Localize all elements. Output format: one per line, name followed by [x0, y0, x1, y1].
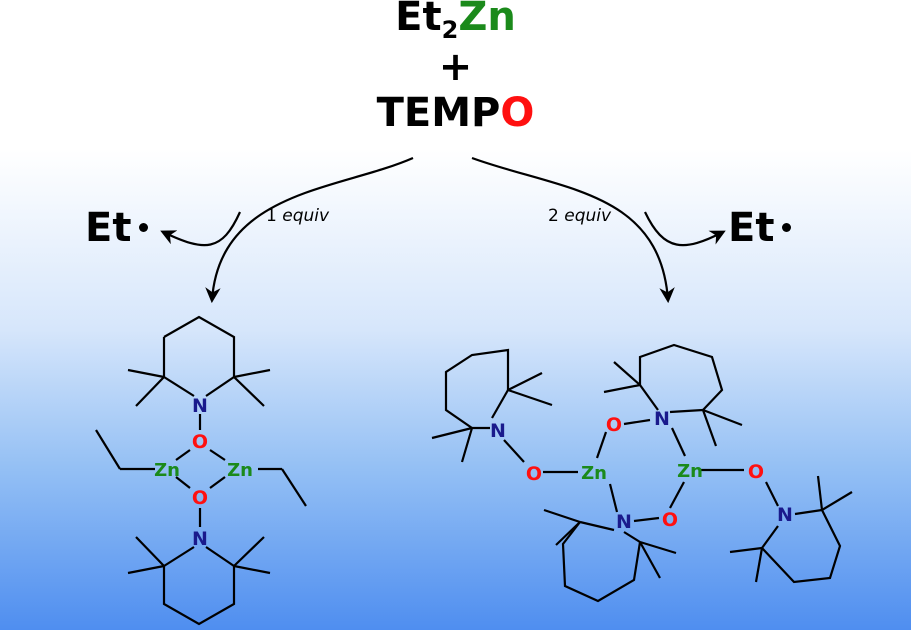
- left-equiv-unit: equiv: [282, 206, 330, 226]
- trimer-oxygen-a: O: [526, 463, 542, 485]
- dimer-nitrogen-bottom: N: [192, 528, 208, 550]
- trimer-oxygen-c: O: [662, 509, 678, 531]
- trimer-oxygen-d: O: [748, 461, 764, 483]
- subscript-two: 2: [441, 16, 459, 44]
- radical-label-left: Et: [85, 205, 132, 251]
- arrow-left-radical: [160, 211, 242, 247]
- trimer-nitrogen-b: N: [654, 408, 670, 430]
- right-equiv-label: 2 equiv: [548, 206, 611, 226]
- tempo-main-text: TEMP: [376, 90, 501, 136]
- ethyl-radical-right: Et: [728, 205, 792, 251]
- atom-labels: N O Zn Zn O N N O Zn O N Zn N O O N: [154, 395, 793, 550]
- radical-label-right: Et: [728, 205, 775, 251]
- trimer-zinc-right: Zn: [677, 461, 703, 482]
- radical-dot-right: [782, 222, 792, 232]
- tempo-oxygen-text: O: [500, 90, 535, 136]
- trimer-zinc-left: Zn: [581, 463, 607, 484]
- trimer-nitrogen-d: N: [777, 504, 793, 526]
- tempo-formula: TEMPO: [0, 90, 911, 136]
- trimer-nitrogen-c: N: [616, 511, 632, 533]
- dimer-bonds: [95, 315, 307, 626]
- radical-dot-left: [139, 222, 149, 232]
- dimer-zinc-right: Zn: [227, 460, 253, 481]
- plus-sign: +: [438, 44, 473, 90]
- arrow-right-main: [471, 156, 675, 304]
- arrow-right-radical: [644, 211, 726, 247]
- diethylzinc-formula: Et2Zn: [0, 0, 911, 44]
- trimer-bonds: [431, 343, 853, 603]
- dimer-oxygen-top: O: [192, 431, 208, 453]
- dimer-oxygen-bottom: O: [192, 487, 208, 509]
- dimer-zinc-left: Zn: [154, 460, 180, 481]
- zinc-text: Zn: [458, 0, 516, 40]
- right-equiv-number: 2: [548, 206, 559, 226]
- trimer-nitrogen-a: N: [490, 420, 506, 442]
- ethyl-text: Et: [395, 0, 442, 40]
- trimer-oxygen-b: O: [606, 414, 622, 436]
- left-equiv-number: 1: [266, 206, 277, 226]
- arrow-left-main: [205, 156, 414, 304]
- ethyl-radical-left: Et: [85, 205, 149, 251]
- right-equiv-unit: equiv: [564, 206, 612, 226]
- dimer-nitrogen-top: N: [192, 395, 208, 417]
- left-equiv-label: 1 equiv: [266, 206, 329, 226]
- reaction-arrows: [160, 156, 726, 304]
